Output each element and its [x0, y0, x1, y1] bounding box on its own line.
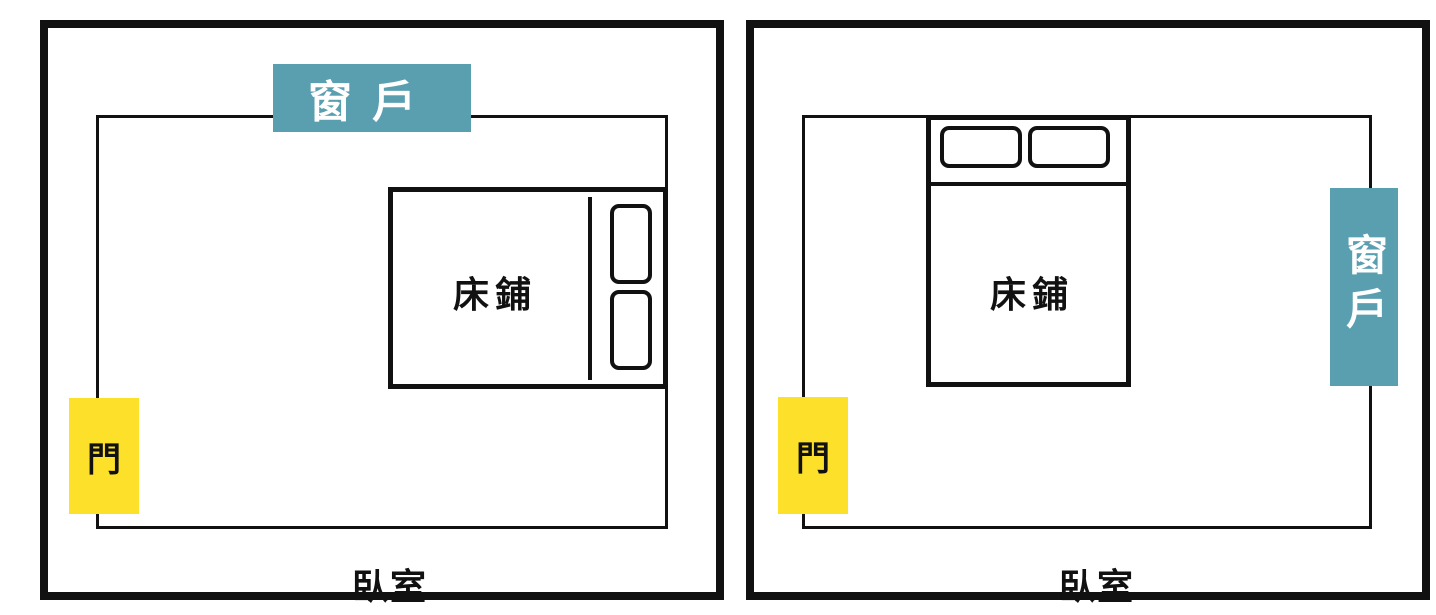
bed: [926, 115, 1131, 387]
door-label: 門: [778, 397, 848, 514]
window-label: 窗戶: [1330, 188, 1398, 386]
room-caption: 臥室: [1059, 567, 1136, 608]
pillow: [1028, 126, 1110, 168]
door-label: 門: [69, 398, 139, 514]
window-label: 窗戶: [273, 64, 471, 132]
bed: [388, 187, 668, 389]
right-floor-plan: 床鋪 窗戶 門 臥室: [746, 20, 1430, 608]
pillow: [610, 204, 652, 284]
bed-headboard-line: [588, 197, 592, 380]
pillow: [610, 290, 652, 370]
left-floor-plan: 窗戶 床鋪 門 臥室: [40, 20, 724, 608]
bed-headboard-line: [931, 182, 1126, 186]
bed-label: 床鋪: [990, 275, 1075, 316]
pillow: [940, 126, 1022, 168]
room-caption: 臥室: [352, 567, 429, 608]
bed-label: 床鋪: [453, 275, 538, 316]
